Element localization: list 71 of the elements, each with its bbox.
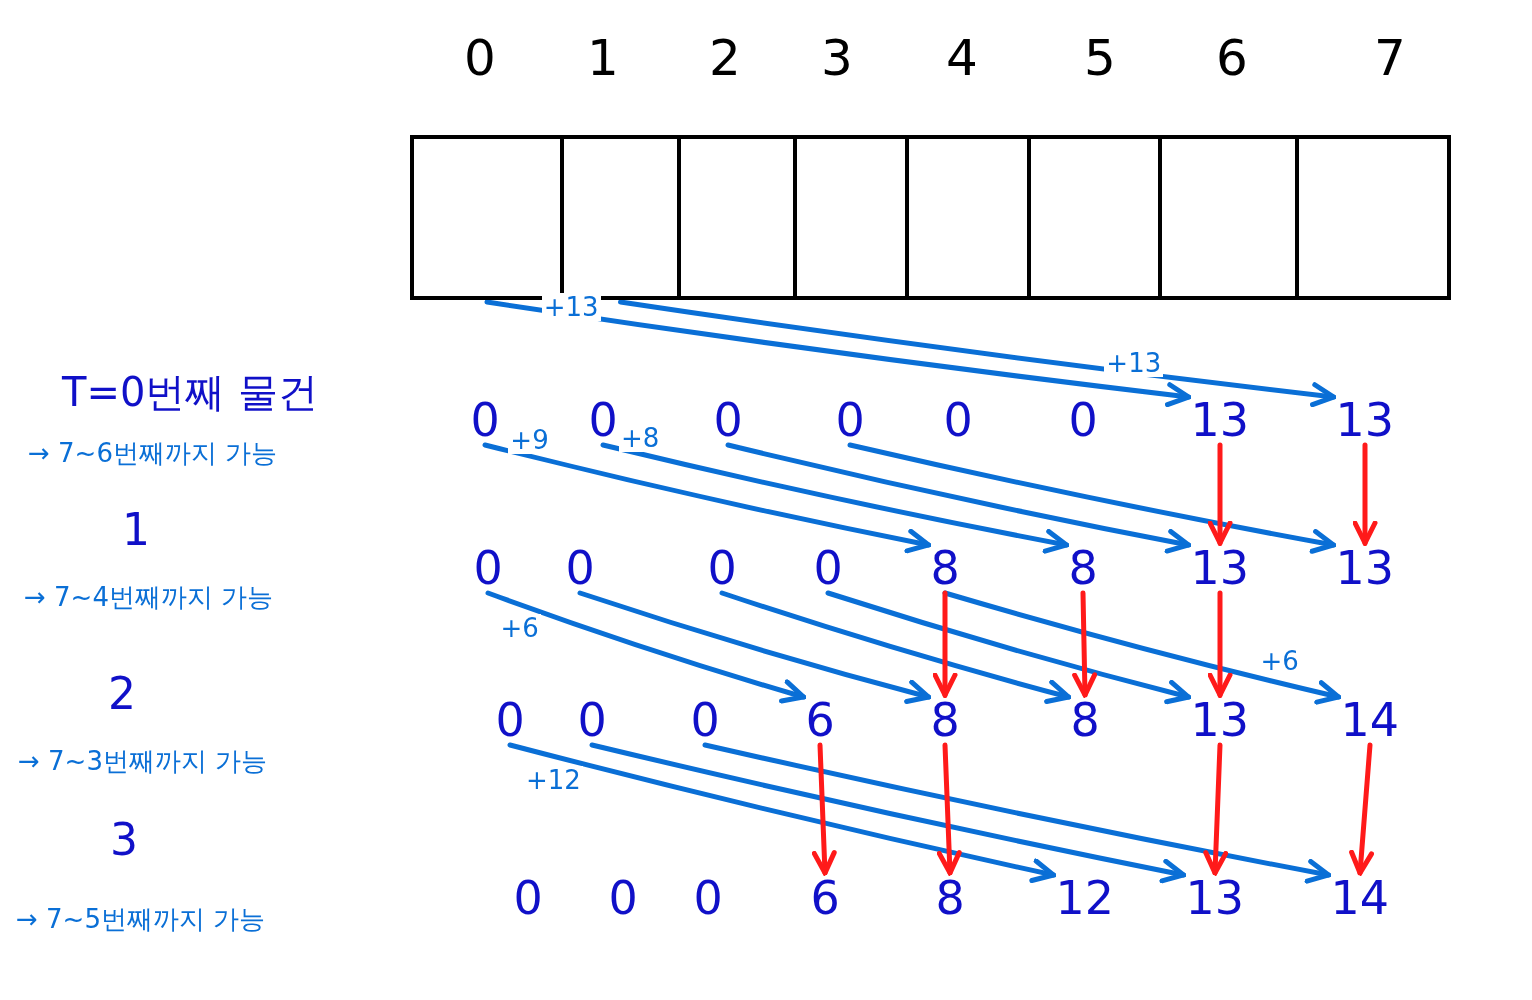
table-value: 0: [693, 875, 723, 921]
table-value: 0: [813, 545, 843, 591]
table-value: 0: [513, 875, 543, 921]
table-value: 13: [1335, 545, 1395, 591]
arrow: [702, 742, 1331, 884]
table-value: 0: [713, 397, 743, 443]
arrow: [600, 442, 1069, 554]
table-value: 0: [608, 875, 638, 921]
table-value: 8: [1068, 545, 1098, 591]
note-text: → 7~3번째까지 가능: [18, 748, 268, 774]
column-number: 2: [709, 33, 741, 83]
table-value: 13: [1335, 397, 1395, 443]
row-number: 3: [110, 818, 138, 862]
table-value: 8: [935, 875, 965, 921]
table-value: 0: [835, 397, 865, 443]
table-value: 0: [495, 697, 525, 743]
table-value: 8: [930, 545, 960, 591]
edge-label: +13: [541, 292, 601, 321]
table-value: 12: [1055, 875, 1115, 921]
down-arrow: [1072, 590, 1098, 698]
table-value: 14: [1330, 875, 1390, 921]
table-value: 0: [1068, 397, 1098, 443]
arrow: [719, 590, 1071, 704]
table-value: 8: [1070, 697, 1100, 743]
column-number: 5: [1084, 33, 1116, 83]
table-value: 8: [930, 697, 960, 743]
table-value: 0: [470, 397, 500, 443]
down-arrow: [932, 590, 958, 698]
table-value: 13: [1190, 397, 1250, 443]
table-value: 13: [1185, 875, 1245, 921]
column-number: 7: [1374, 33, 1406, 83]
column-number: 1: [587, 33, 619, 83]
table-value: 0: [473, 545, 503, 591]
arrow: [847, 442, 1336, 554]
table-value: 14: [1340, 697, 1400, 743]
arrow: [725, 442, 1191, 554]
arrow: [485, 590, 806, 704]
table-value: 0: [565, 545, 595, 591]
arrow: [825, 590, 1191, 705]
arrow: [589, 742, 1186, 884]
note-text: → 7~4번째까지 가능: [24, 584, 274, 610]
column-number: 0: [464, 33, 496, 83]
column-number: 4: [946, 33, 978, 83]
table-value: 0: [943, 397, 973, 443]
table-value: 6: [810, 875, 840, 921]
table-value: 13: [1190, 545, 1250, 591]
table-value: 0: [707, 545, 737, 591]
table-value: 0: [577, 697, 607, 743]
down-arrow: [936, 742, 962, 876]
column-number: 3: [821, 33, 853, 83]
arrow: [618, 299, 1336, 408]
down-arrow: [811, 742, 837, 876]
note-text: → 7~6번째까지 가능: [28, 440, 278, 466]
down-arrow: [1352, 442, 1378, 546]
note-text: → 7~5번째까지 가능: [16, 906, 266, 932]
table-value: 0: [588, 397, 618, 443]
down-arrow: [1349, 742, 1375, 876]
down-arrow: [1203, 742, 1229, 876]
arrow: [484, 299, 1191, 408]
table-value: 13: [1190, 697, 1250, 743]
row-heading: T=0번째 물건: [62, 372, 319, 412]
arrow: [577, 590, 931, 704]
table-value: 6: [805, 697, 835, 743]
table-value: 0: [690, 697, 720, 743]
arrow: [482, 442, 931, 554]
column-number: 6: [1216, 33, 1248, 83]
row-number: 2: [108, 672, 136, 716]
down-arrow: [1207, 442, 1233, 546]
row-number: 1: [122, 508, 150, 552]
arrow: [507, 742, 1056, 883]
down-arrow: [1207, 590, 1233, 698]
